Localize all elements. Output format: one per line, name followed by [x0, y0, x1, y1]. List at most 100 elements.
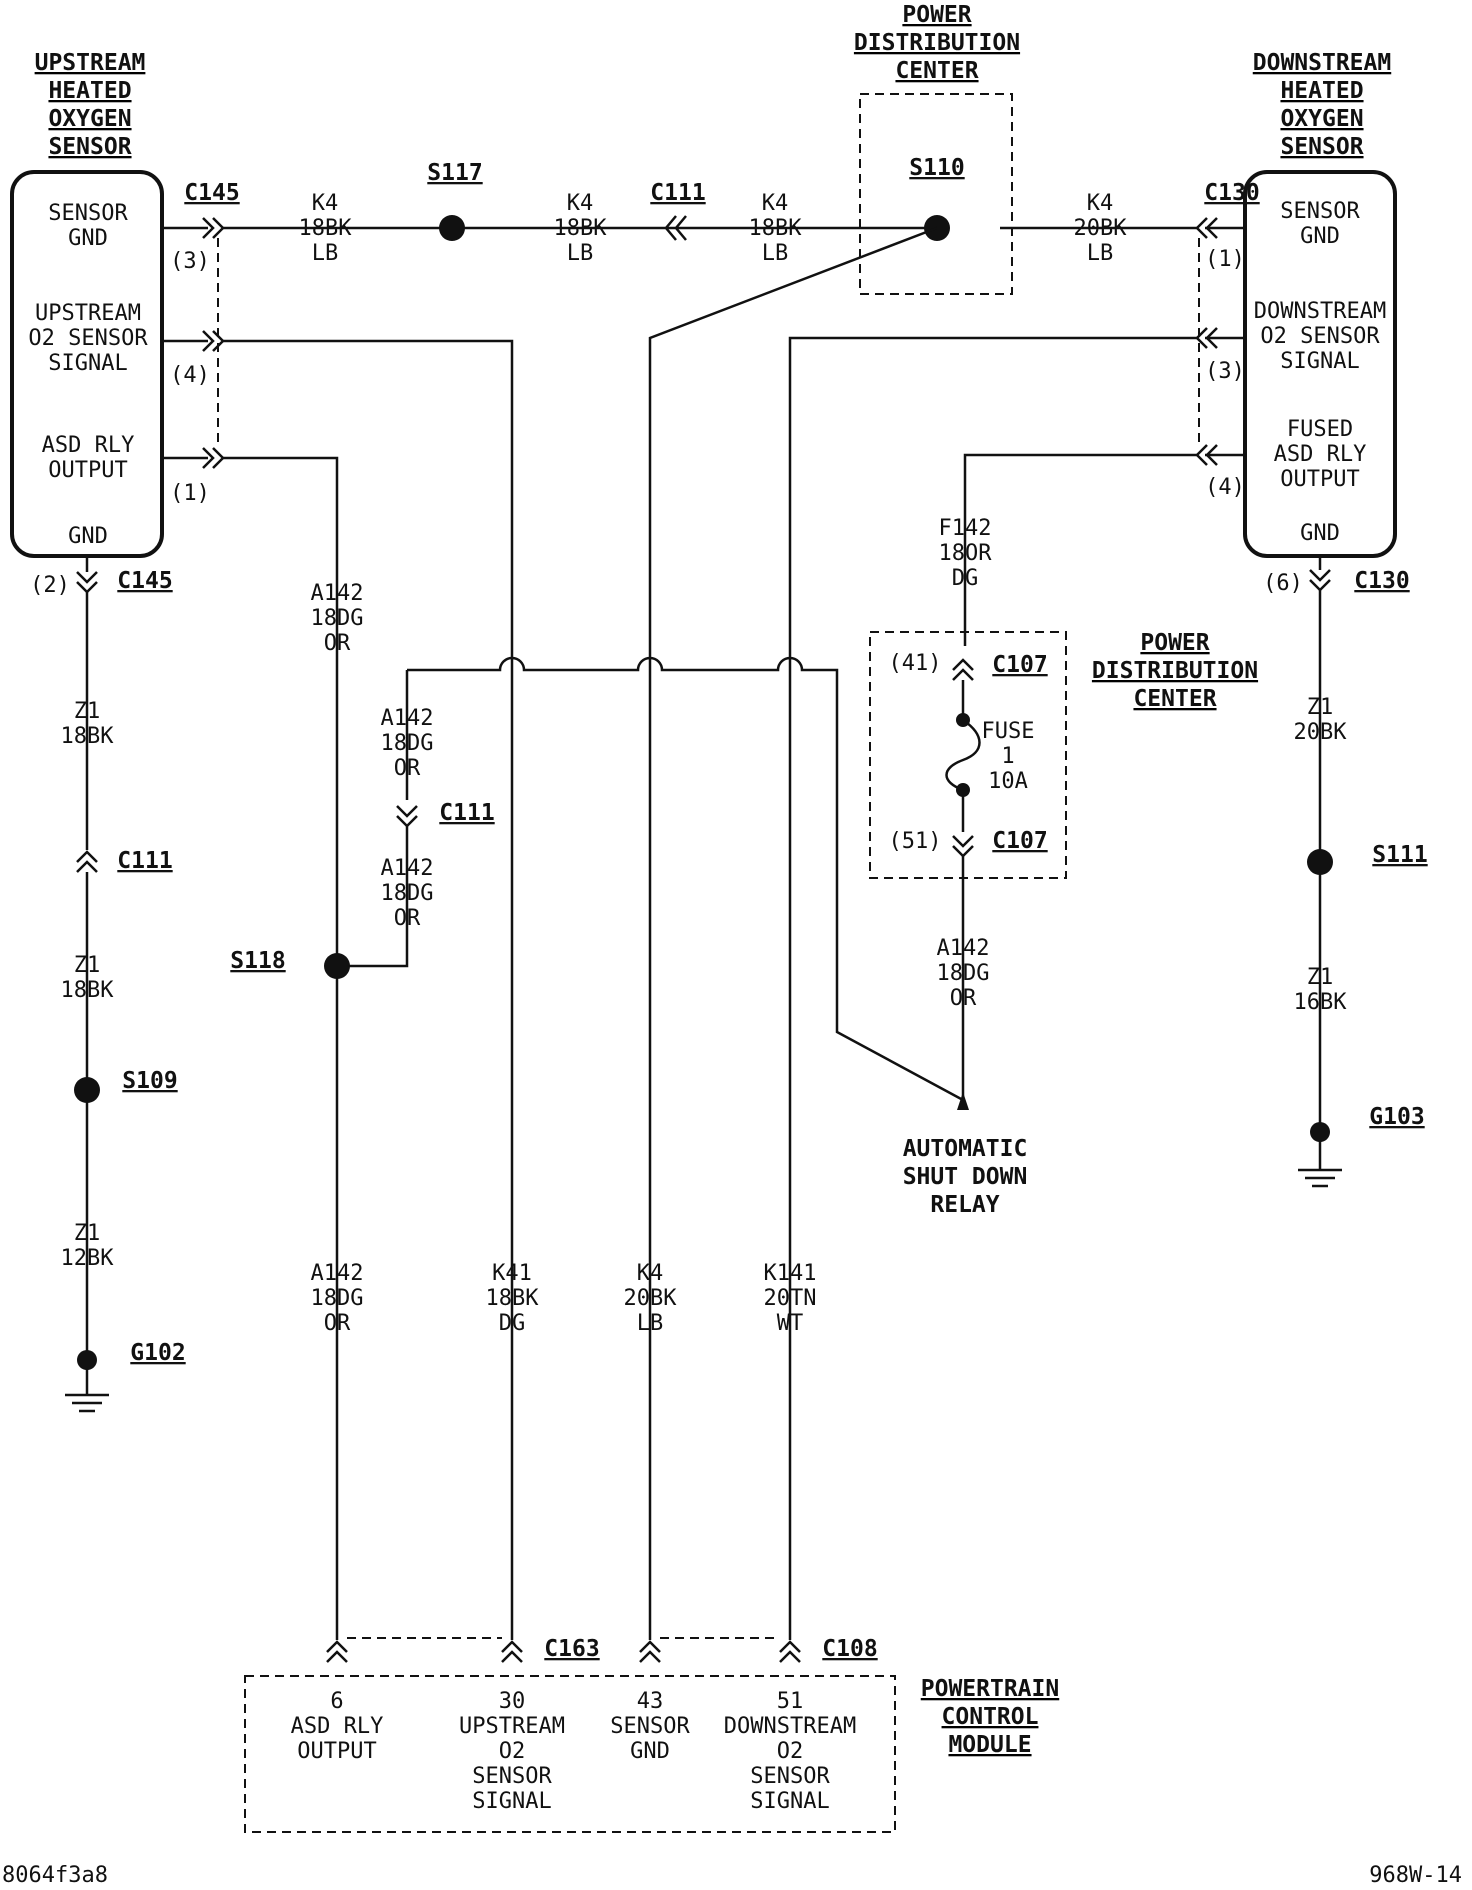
pdc-fuse-title-line: POWER: [1140, 630, 1209, 656]
downstream-pin-number: (4): [1205, 475, 1245, 500]
upstream-pin-number: (3): [170, 249, 210, 274]
downstream-pin-label: DOWNSTREAM: [1254, 299, 1386, 324]
downstream-pin-label: ASD RLY: [1274, 442, 1367, 467]
pdc-fuse-title-line: DISTRIBUTION: [1092, 658, 1258, 684]
pcm-pin-label: O2: [777, 1739, 804, 1764]
s118-splice-dot: [324, 953, 350, 979]
wire-label: 18BK: [486, 1286, 540, 1311]
wire-label: A142: [311, 581, 364, 606]
c130-bottom-label: C130: [1354, 568, 1409, 594]
wire-label: Z1: [74, 953, 101, 978]
pcm-pin-label: SENSOR: [472, 1764, 552, 1789]
wire-label: 18BK: [749, 216, 803, 241]
s109-splice-dot: [74, 1077, 100, 1103]
downstream-title-line: HEATED: [1280, 78, 1363, 104]
c145-label: C145: [184, 180, 239, 206]
upstream-pin-label: OUTPUT: [48, 458, 127, 483]
pdc-fuse-title-line: CENTER: [1133, 686, 1216, 712]
wire-label: 18DG: [381, 881, 434, 906]
upstream-pin-label: GND: [68, 226, 108, 251]
downstream-pin-number: (1): [1205, 247, 1245, 272]
c111-top-connector-symbol: [664, 215, 687, 241]
wire-label: F142: [939, 516, 992, 541]
upstream-pin-label: SENSOR: [48, 201, 128, 226]
pdc-top-box: [859, 93, 1013, 295]
wire-label: OR: [324, 1311, 351, 1336]
wire-label: A142: [381, 706, 434, 731]
wire-label: K141: [764, 1261, 817, 1286]
fuse-label: FUSE: [982, 719, 1035, 744]
wire-label: LB: [567, 241, 594, 266]
wire-label: 20BK: [624, 1286, 678, 1311]
wire-label: 12BK: [61, 1246, 115, 1271]
pdc-top-title-line: DISTRIBUTION: [854, 30, 1020, 56]
wire-label: A142: [381, 856, 434, 881]
wire-label: OR: [950, 986, 977, 1011]
c130-top-label: C130: [1204, 180, 1259, 206]
upstream-title-line: UPSTREAM: [35, 50, 146, 76]
c107-connector-symbol: [945, 658, 981, 1100]
k41-upstream-signal-wire: [223, 339, 514, 1640]
c111-mid-label: C111: [439, 800, 494, 826]
pdc-top-title-line: POWER: [902, 2, 971, 28]
c107-pin-number: (51): [889, 829, 942, 854]
a142-horizontal-bus-wire: [407, 656, 964, 1102]
downstream-title-line: SENSOR: [1280, 134, 1363, 160]
downstream-pin-label: FUSED: [1287, 417, 1353, 442]
s117-splice-dot: [439, 215, 465, 241]
k141-downstream-signal-wire: [788, 336, 1197, 1640]
g103-label: G103: [1369, 1104, 1424, 1130]
upstream-pin-label: UPSTREAM: [35, 301, 141, 326]
pcm-pin-label: UPSTREAM: [459, 1714, 565, 1739]
downstream-pin-label: GND: [1300, 224, 1340, 249]
wire-label: Z1: [1307, 965, 1334, 990]
wire-label: 18DG: [311, 1286, 364, 1311]
downstream-pin-number: (3): [1205, 359, 1245, 384]
pcm-pin-label: 6: [330, 1689, 343, 1714]
k4-diagonal-wire: [648, 226, 938, 1640]
upstream-title-line: HEATED: [48, 78, 131, 104]
footer-right-code: 968W-14: [1369, 1863, 1462, 1888]
wire-label: 18DG: [381, 731, 434, 756]
wire-label: 18BK: [61, 978, 115, 1003]
downstream-pin-number: (6): [1263, 571, 1303, 596]
c111-top-label: C111: [650, 180, 705, 206]
wire-label: 18OR: [939, 541, 993, 566]
g102-label: G102: [130, 1340, 185, 1366]
wire-label: 18DG: [937, 961, 990, 986]
wire-label: LB: [312, 241, 339, 266]
pcm-pin-label: 43: [637, 1689, 664, 1714]
c145-bottom-label: C145: [117, 568, 172, 594]
pcm-pin-label: ASD RLY: [291, 1714, 384, 1739]
pcm-title-line: POWERTRAIN: [921, 1676, 1059, 1702]
s109-label: S109: [122, 1068, 177, 1094]
asd-relay-title-line: RELAY: [930, 1192, 999, 1218]
asd-relay-title-line: AUTOMATIC: [903, 1136, 1028, 1162]
upstream-pin-label: O2 SENSOR: [28, 326, 148, 351]
c107-top-label: C107: [992, 652, 1047, 678]
pcm-pin-label: 30: [499, 1689, 526, 1714]
s118-label: S118: [230, 948, 285, 974]
wire-label: 20TN: [764, 1286, 817, 1311]
s110-label: S110: [909, 155, 964, 181]
s117-label: S117: [427, 160, 482, 186]
g103-ground-dot: [1310, 1122, 1330, 1142]
wire-label: DG: [499, 1311, 526, 1336]
wire-label: A142: [937, 936, 990, 961]
downstream-pin-label: SENSOR: [1280, 199, 1360, 224]
pcm-pin-label: 51: [777, 1689, 804, 1714]
wire-label: OR: [394, 756, 421, 781]
wire-label: K41: [492, 1261, 532, 1286]
pcm-title-line: MODULE: [948, 1732, 1031, 1758]
upstream-pin-number: (1): [170, 481, 210, 506]
wire-label: Z1: [74, 699, 101, 724]
wire-label: 16BK: [1294, 990, 1348, 1015]
c163-label: C163: [544, 1636, 599, 1662]
c107-bottom-label: C107: [992, 828, 1047, 854]
f142-fused-asd-wire: [963, 453, 1197, 646]
pcm-pin-label: SIGNAL: [472, 1789, 551, 1814]
fuse-terminal-dot: [956, 783, 970, 797]
upstream-sensor-title: UPSTREAM HEATED OXYGEN SENSOR: [35, 50, 146, 160]
wire-label: Z1: [1307, 695, 1334, 720]
